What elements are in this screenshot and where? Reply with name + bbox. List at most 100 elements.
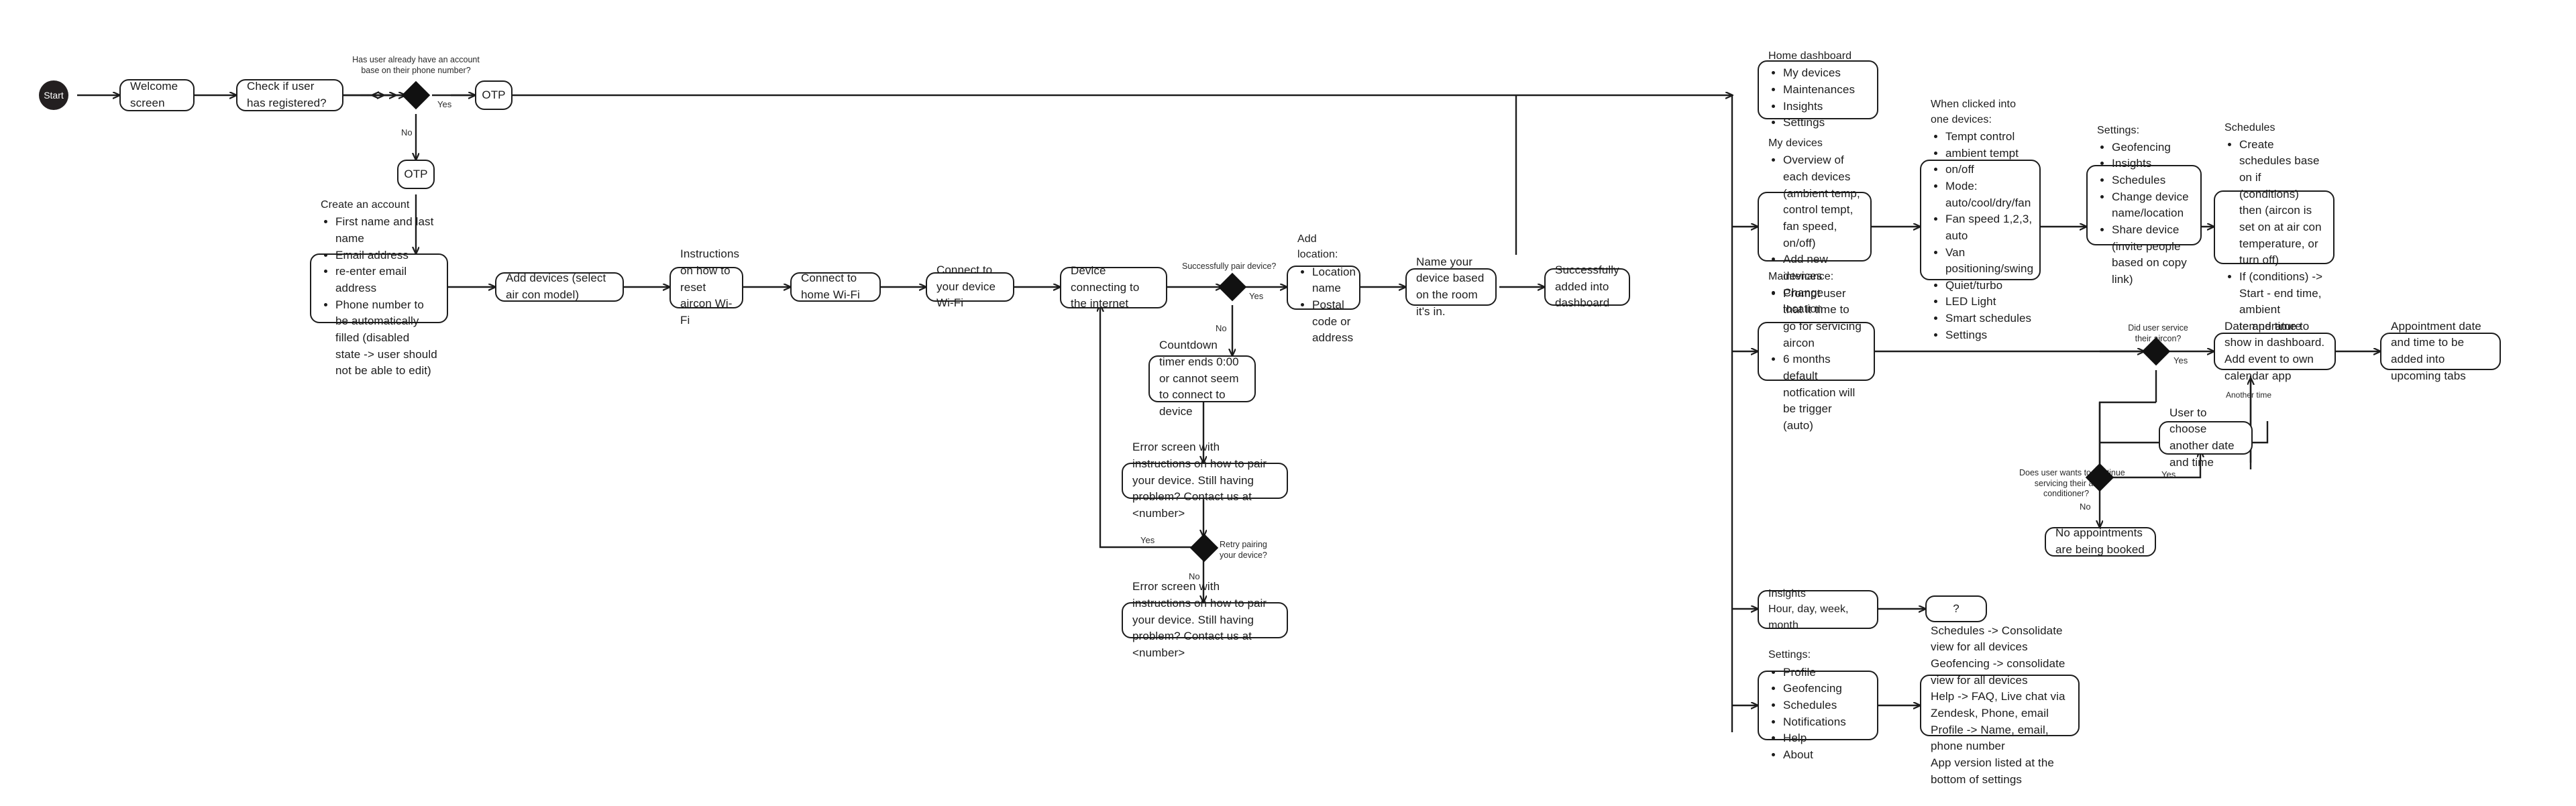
insights-subtitle: Hour, day, week, month bbox=[1768, 603, 1849, 631]
date-time-dashboard-label: Date and time to show in dashboard. Add … bbox=[2224, 319, 2325, 382]
node-schedules: Schedules Create schedules base on if (c… bbox=[2214, 122, 2334, 333]
decision-continue-yes-label: Yes bbox=[2161, 469, 2176, 479]
decision-retry-diamond bbox=[1189, 533, 1219, 563]
decision-registered-yes-label: Yes bbox=[437, 99, 452, 109]
list-item: Geofencing bbox=[1783, 681, 1846, 697]
device-settings-list: Geofencing Insights Schedules Change dev… bbox=[2097, 139, 2191, 288]
node-otp-new-user: OTP bbox=[397, 160, 435, 189]
settings-list: Profile Geofencing Schedules Notificatio… bbox=[1768, 665, 1846, 764]
node-error-screen-primary: Error screen with instructions on how to… bbox=[1122, 441, 1288, 520]
insights-title: Insights bbox=[1768, 588, 1806, 600]
list-item: My devices bbox=[1783, 65, 1855, 82]
schedules-title: Schedules bbox=[2224, 121, 2275, 133]
node-no-appointments: No appointments are being booked bbox=[2045, 526, 2156, 557]
node-device-detail: When clicked into one devices: Tempt con… bbox=[1920, 99, 2041, 341]
list-item: Smart schedules bbox=[1945, 310, 2033, 327]
decision-service-yes-label: Yes bbox=[2174, 355, 2188, 365]
list-item: First name and last name bbox=[335, 214, 437, 247]
list-item: Postal code or address bbox=[1312, 297, 1356, 347]
add-devices-label: Add devices (select air con model) bbox=[506, 272, 606, 301]
settings-detail-line: Geofencing -> consolidate view for all d… bbox=[1931, 657, 2065, 687]
create-account-list: First name and last name Email address r… bbox=[321, 214, 437, 379]
list-item: re-enter email address bbox=[335, 264, 437, 296]
node-countdown-timer: Countdown timer ends 0:00 or cannot seem… bbox=[1148, 339, 1256, 418]
no-appointments-label: No appointments are being booked bbox=[2055, 526, 2145, 556]
node-appointment-added: Appointment date and time to be added in… bbox=[2380, 320, 2501, 382]
decision-pair-yes-label: Yes bbox=[1249, 291, 1264, 301]
list-item: ambient tempt bbox=[1945, 146, 2033, 162]
insights-placeholder-label: ? bbox=[1953, 601, 1960, 615]
node-insights-placeholder: ? bbox=[1925, 595, 1987, 622]
list-item: Maintenances bbox=[1783, 82, 1855, 99]
settings-title: Settings: bbox=[1768, 649, 1811, 661]
list-item: Add new devices bbox=[1783, 251, 1861, 284]
decision-retry-yes-label: Yes bbox=[1140, 535, 1155, 545]
decision-registered-diamond bbox=[401, 80, 431, 110]
start-node: Start bbox=[39, 80, 68, 110]
node-device-connecting: Device connecting to the internet bbox=[1060, 264, 1167, 310]
decision-retry-no-label: No bbox=[1189, 571, 1200, 581]
list-item: Email address bbox=[335, 247, 437, 264]
node-settings-detail: Schedules -> Consolidate view for all de… bbox=[1920, 624, 2080, 786]
maintenance-title: Maintenance: bbox=[1768, 270, 1834, 282]
error-screen-primary-label: Error screen with instructions on how to… bbox=[1132, 441, 1267, 520]
node-settings: Settings: Profile Geofencing Schedules N… bbox=[1758, 649, 1878, 761]
list-item: Notifications bbox=[1783, 714, 1846, 731]
node-success-dashboard: Successfully added into dashboard bbox=[1544, 264, 1630, 309]
choose-another-date-label: User to choose another date and time bbox=[2169, 406, 2235, 469]
node-error-screen-secondary: Error screen with instructions on how to… bbox=[1122, 580, 1288, 659]
device-detail-list: Tempt control ambient tempt on/off Mode:… bbox=[1931, 129, 2033, 343]
list-item: Share device (invite people based on cop… bbox=[2112, 222, 2191, 288]
list-item: Settings bbox=[1783, 115, 1855, 131]
list-item: Change location bbox=[1783, 285, 1861, 318]
list-item: LED Light bbox=[1945, 294, 2033, 310]
list-item: If (conditions) -> Start - end time, amb… bbox=[2239, 269, 2324, 335]
add-location-list: Location name Postal code or address bbox=[1297, 264, 1356, 347]
list-item: About bbox=[1783, 747, 1846, 764]
list-item: Phone number to be automatically filled … bbox=[335, 297, 437, 380]
list-item: Mode: auto/cool/dry/fan bbox=[1945, 178, 2033, 211]
settings-detail-line: Help -> FAQ, Live chat via Zendesk, Phon… bbox=[1931, 690, 2065, 719]
maintenance-list: Prompt user that it time to go for servi… bbox=[1768, 286, 1864, 435]
list-item: Fan speed 1,2,3, auto bbox=[1945, 211, 2033, 244]
otp-new-label: OTP bbox=[404, 167, 428, 180]
settings-detail-line: App version listed at the bottom of sett… bbox=[1931, 756, 2054, 786]
countdown-timer-label: Countdown timer ends 0:00 or cannot seem… bbox=[1159, 339, 1239, 418]
my-devices-list: Overview of each devices (ambient temp, … bbox=[1768, 152, 1861, 317]
error-screen-secondary-label: Error screen with instructions on how to… bbox=[1132, 580, 1267, 659]
node-date-time-dashboard: Date and time to show in dashboard. Add … bbox=[2214, 320, 2336, 382]
decision-pair-no-label: No bbox=[1216, 323, 1227, 333]
start-label: Start bbox=[44, 90, 64, 101]
another-time-label: Another time bbox=[2226, 390, 2272, 400]
list-item: Tempt control bbox=[1945, 129, 2033, 146]
add-location-title: Add location: bbox=[1297, 233, 1338, 261]
decision-continue-no-label: No bbox=[2080, 502, 2091, 512]
connect-home-wifi-label: Connect to home Wi-Fi bbox=[801, 272, 860, 301]
list-item: Prompt user that it time to go for servi… bbox=[1783, 286, 1864, 352]
check-registered-label: Check if user has registered? bbox=[247, 80, 327, 109]
node-my-devices: My devices Overview of each devices (amb… bbox=[1758, 137, 1872, 315]
schedules-list: Create schedules base on if (conditions)… bbox=[2224, 137, 2324, 335]
node-check-registered: Check if user has registered? bbox=[236, 79, 343, 111]
home-dashboard-list: My devices Maintenances Insights Setting… bbox=[1768, 65, 1855, 131]
home-dashboard-title: Home dashboard bbox=[1768, 50, 1852, 62]
decision-service-question: Did user service their aircon? bbox=[2128, 323, 2188, 343]
node-connect-home-wifi: Connect to home Wi-Fi bbox=[790, 272, 881, 302]
list-item: Help bbox=[1783, 730, 1846, 747]
connect-device-wifi-label: Connect to your device Wi-Fi bbox=[936, 264, 996, 310]
device-detail-title: When clicked into one devices: bbox=[1931, 98, 2017, 125]
decision-registered-no-label: No bbox=[401, 127, 413, 137]
device-connecting-label: Device connecting to the internet bbox=[1071, 264, 1140, 310]
decision-pair-diamond bbox=[1218, 272, 1247, 302]
list-item: Van positioning/swing bbox=[1945, 245, 2033, 278]
node-reset-instructions: Instructions on how to reset aircon Wi-F… bbox=[669, 247, 743, 327]
name-device-label: Name your device based on the room it's … bbox=[1416, 255, 1485, 318]
node-home-dashboard: Home dashboard My devices Maintenances I… bbox=[1758, 50, 1878, 129]
create-account-title: Create an account bbox=[321, 199, 410, 211]
node-add-location: Add location: Location name Postal code … bbox=[1287, 233, 1360, 344]
list-item: Schedules bbox=[1783, 697, 1846, 714]
node-device-settings: Settings: Geofencing Insights Schedules … bbox=[2086, 125, 2202, 286]
list-item: Overview of each devices (ambient temp, … bbox=[1783, 152, 1861, 251]
success-dashboard-label: Successfully added into dashboard bbox=[1555, 264, 1619, 310]
